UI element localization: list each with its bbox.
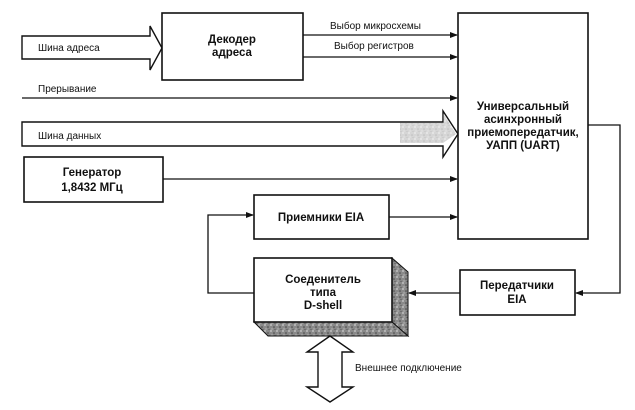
uart-to-transmitters-line bbox=[575, 124, 621, 296]
uart-label-3: приемопередатчик, bbox=[467, 127, 578, 139]
address-decoder-block bbox=[161, 12, 304, 81]
address-decoder-label-2: адреса bbox=[212, 47, 253, 59]
generator-block bbox=[23, 156, 164, 203]
chip-select-label: Выбор микросхемы bbox=[330, 20, 421, 32]
d-shell-connector-block bbox=[253, 257, 393, 323]
register-select-label: Выбор регистров bbox=[334, 40, 414, 52]
address-bus-label: Шина адреса bbox=[38, 43, 100, 54]
connector-bottom-shade bbox=[252, 321, 410, 337]
generator-label-2: 1,8432 МГц bbox=[61, 182, 123, 194]
external-connection-arrow bbox=[304, 335, 356, 403]
address-bus-arrow bbox=[21, 25, 163, 71]
transmitters-eia-block bbox=[459, 269, 576, 316]
uart-label-1: Универсальный bbox=[477, 101, 569, 113]
data-bus-label: Шина данных bbox=[38, 131, 101, 142]
connector-label-2: типа bbox=[310, 287, 337, 299]
uart-label-4: УАПП (UART) bbox=[486, 140, 560, 152]
transmitters-eia-label-2: EIA bbox=[507, 294, 526, 306]
connector-label-3: D-shell bbox=[304, 300, 342, 312]
uart-label-2: асинхронный bbox=[484, 114, 562, 126]
transmitters-eia-label-1: Передатчики bbox=[480, 280, 554, 292]
address-decoder-label-1: Декодер bbox=[208, 34, 256, 46]
receivers-eia-label: Приемники EIA bbox=[278, 212, 364, 224]
uart-block bbox=[457, 12, 589, 240]
generator-label-1: Генератор bbox=[63, 167, 122, 179]
connector-to-receivers-line bbox=[207, 212, 254, 294]
data-bus-shading bbox=[400, 113, 456, 143]
interrupt-label: Прерывание bbox=[38, 84, 97, 95]
external-connection-label: Внешнее подключение bbox=[355, 363, 462, 374]
connector-label-1: Соеденитель bbox=[285, 274, 361, 286]
